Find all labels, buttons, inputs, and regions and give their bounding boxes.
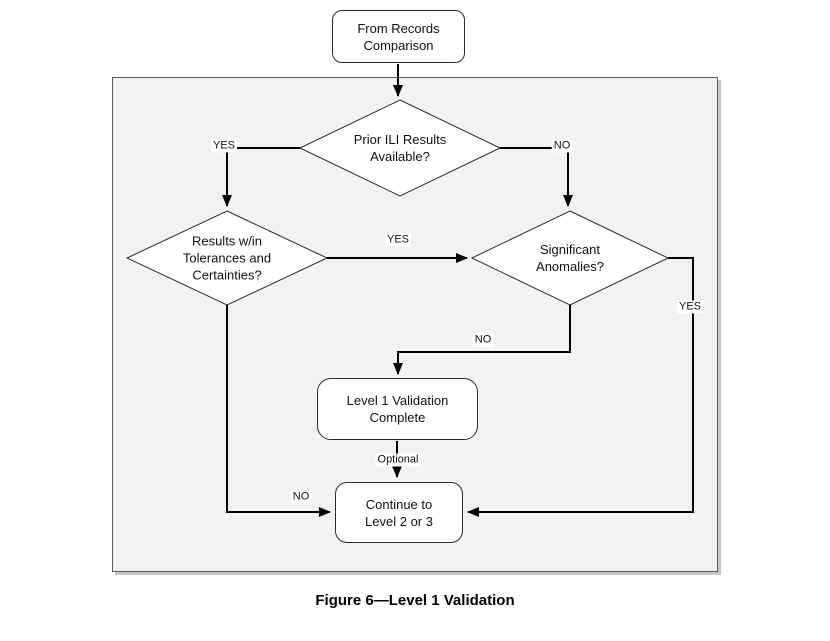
edge-tolerances-no-to-continue (226, 305, 331, 517)
decision-prior-ili-label: Prior ILI Results Available? (353, 132, 447, 164)
node-level1-validation-complete: Level 1 Validation Complete (317, 378, 478, 440)
edge-label-tolerances-yes: YES (384, 233, 412, 247)
edge-prior-yes-to-tolerances (222, 147, 300, 207)
figure-caption: Figure 6—Level 1 Validation (315, 592, 515, 609)
edge-label-tolerances-no: NO (290, 490, 312, 504)
edge-label-anomalies-no: NO (472, 333, 494, 347)
node-from-records-comparison: From Records Comparison (332, 10, 465, 63)
decision-prior-ili-shape (298, 99, 502, 197)
edge-anomalies-no-to-level1 (393, 305, 571, 375)
node-continue-level2-or-3-label: Continue to Level 2 or 3 (365, 496, 433, 529)
node-continue-level2-or-3: Continue to Level 2 or 3 (335, 482, 463, 543)
node-from-records-comparison-label: From Records Comparison (357, 20, 440, 53)
decision-anomalies-label: Significant Anomalies? (536, 242, 604, 274)
edge-label-anomalies-yes: YES (676, 300, 704, 314)
edge-label-prior-yes: YES (210, 139, 238, 153)
edge-anomalies-yes-to-continue (467, 257, 694, 517)
decision-tolerances-label: Results w/in Tolerances and Certainties? (182, 233, 272, 283)
edge-label-prior-no: NO (551, 139, 573, 153)
edge-prior-no-to-anomalies (500, 147, 573, 207)
edge-label-optional: Optional (375, 453, 421, 467)
node-level1-validation-complete-label: Level 1 Validation Complete (346, 393, 449, 425)
